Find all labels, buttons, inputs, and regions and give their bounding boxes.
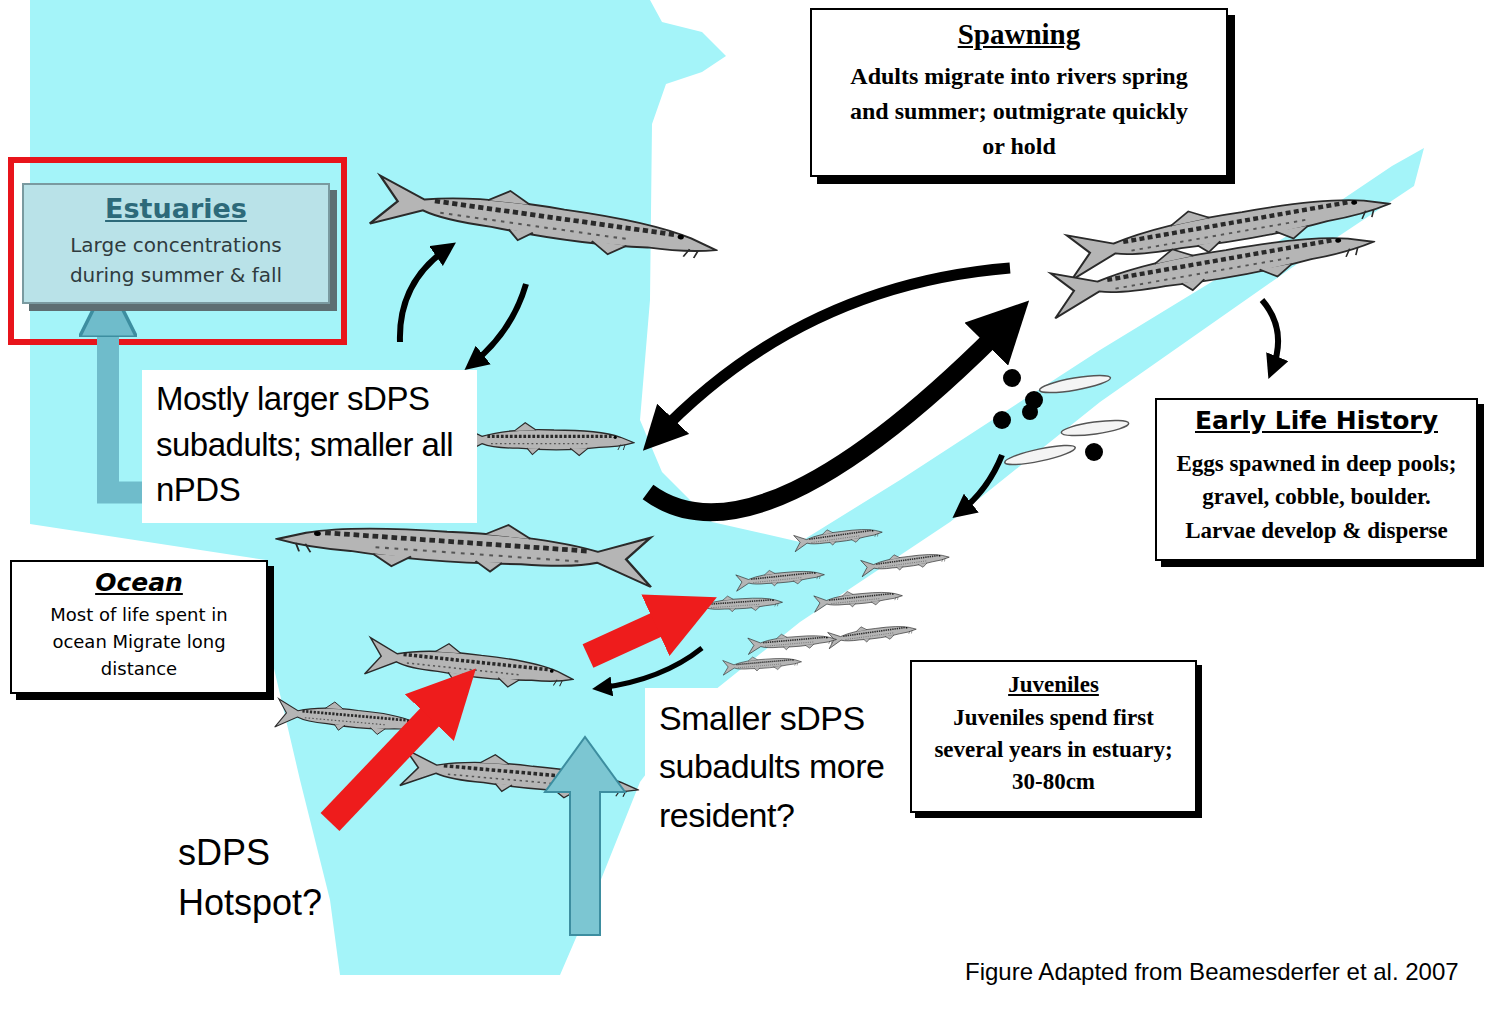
early-life-box: Early Life HistoryEggs spawned in deep p…	[1155, 398, 1478, 561]
box-text: Eggs spawned in deep pools; gravel, cobb…	[1173, 447, 1460, 547]
hotspot-pointers	[330, 614, 680, 935]
figure-caption: Figure Adapted from Beamesderfer et al. …	[965, 958, 1459, 986]
callout-box: Smaller sDPS subadults more resident?	[645, 688, 907, 847]
spawning-box: SpawningAdults migrate into rivers sprin…	[810, 8, 1228, 177]
box-text: Juveniles spend first several years in e…	[926, 702, 1181, 799]
box-heading: Juveniles	[926, 672, 1181, 698]
box-text: Mostly larger sDPS subadults; smaller al…	[156, 376, 467, 513]
block-arrow	[108, 320, 142, 493]
box-text: Adults migrate into rivers spring and su…	[842, 59, 1196, 163]
box-text: Smaller sDPS subadults more resident?	[659, 694, 899, 839]
highlight-frame	[11, 160, 344, 342]
eggs-larvae	[993, 369, 1130, 468]
box-heading: Spawning	[842, 18, 1196, 51]
callout-box: Mostly larger sDPS subadults; smaller al…	[142, 370, 477, 523]
box-heading: Early Life History	[1173, 406, 1460, 435]
migration-arrows	[400, 248, 1278, 688]
box-heading: Estuaries	[36, 193, 316, 224]
annotation-label: sDPS Hotspot?	[178, 828, 358, 929]
box-text: Most of life spent in ocean Migrate long…	[22, 601, 256, 682]
estuary-box: EstuariesLarge concentrations during sum…	[22, 183, 330, 304]
juveniles-box: JuvenilesJuveniles spend first several y…	[910, 660, 1197, 813]
box-heading: Ocean	[22, 568, 256, 597]
ocean-box: OceanMost of life spent in ocean Migrate…	[10, 560, 268, 694]
box-text: Large concentrations during summer & fal…	[36, 230, 316, 290]
